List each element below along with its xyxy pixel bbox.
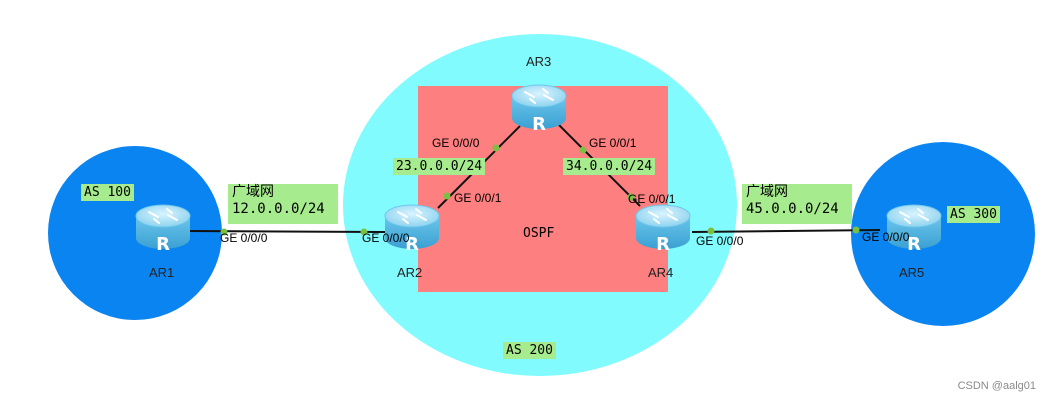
port-dot <box>852 226 860 234</box>
ospf-label: OSPF <box>523 226 555 241</box>
router-name-ar3: AR3 <box>526 54 552 69</box>
router-glyph: R <box>532 114 546 135</box>
port-label-ar4-g0: GE 0/0/0 <box>696 234 744 248</box>
link-network-ar3-ar4: 34.0.0.0/24 <box>563 158 656 175</box>
port-label-ar3-g0: GE 0/0/0 <box>432 136 480 150</box>
router-glyph: R <box>405 234 419 255</box>
link-network-ar2-ar3: 23.0.0.0/24 <box>393 158 486 175</box>
link-label-ar1-ar2: 广域网 12.0.0.0/24 <box>228 184 338 224</box>
as100-region <box>48 146 222 320</box>
as200-label: AS 200 <box>503 342 556 359</box>
link-title: 广域网 <box>232 184 274 200</box>
port-dot <box>627 193 635 201</box>
port-dot <box>443 192 451 200</box>
port-dot <box>220 228 228 236</box>
as300-region <box>851 142 1035 326</box>
port-dot <box>492 144 500 152</box>
port-dot <box>579 146 587 154</box>
router-name-ar5: AR5 <box>899 265 925 280</box>
link-label-ar4-ar5: 广域网 45.0.0.0/24 <box>742 184 852 224</box>
watermark: CSDN @aalg01 <box>957 380 1036 392</box>
router-glyph: R <box>907 234 921 255</box>
link-ar4-ar5 <box>691 229 881 233</box>
link-title: 广域网 <box>746 184 788 200</box>
port-label-ar2-g1: GE 0/0/1 <box>454 191 502 205</box>
router-glyph: R <box>156 234 170 255</box>
link-network: 12.0.0.0/24 <box>232 201 325 217</box>
port-label-ar1: GE 0/0/0 <box>220 231 268 245</box>
as300-label: AS 300 <box>947 206 1000 223</box>
router-name-ar2: AR2 <box>397 265 423 280</box>
router-name-ar4: AR4 <box>648 265 674 280</box>
router-glyph: R <box>656 234 670 255</box>
port-label-ar2-g0: GE 0/0/0 <box>362 231 410 245</box>
as100-label: AS 100 <box>81 184 134 201</box>
link-network: 45.0.0.0/24 <box>746 201 839 217</box>
port-label-ar5: GE 0/0/0 <box>862 230 910 244</box>
port-label-ar3-g1: GE 0/0/1 <box>589 136 637 150</box>
port-dot <box>360 228 368 236</box>
router-name-ar1: AR1 <box>149 265 175 280</box>
port-label-ar4-g1: GE 0/0/1 <box>628 192 676 206</box>
port-dot <box>707 227 715 235</box>
